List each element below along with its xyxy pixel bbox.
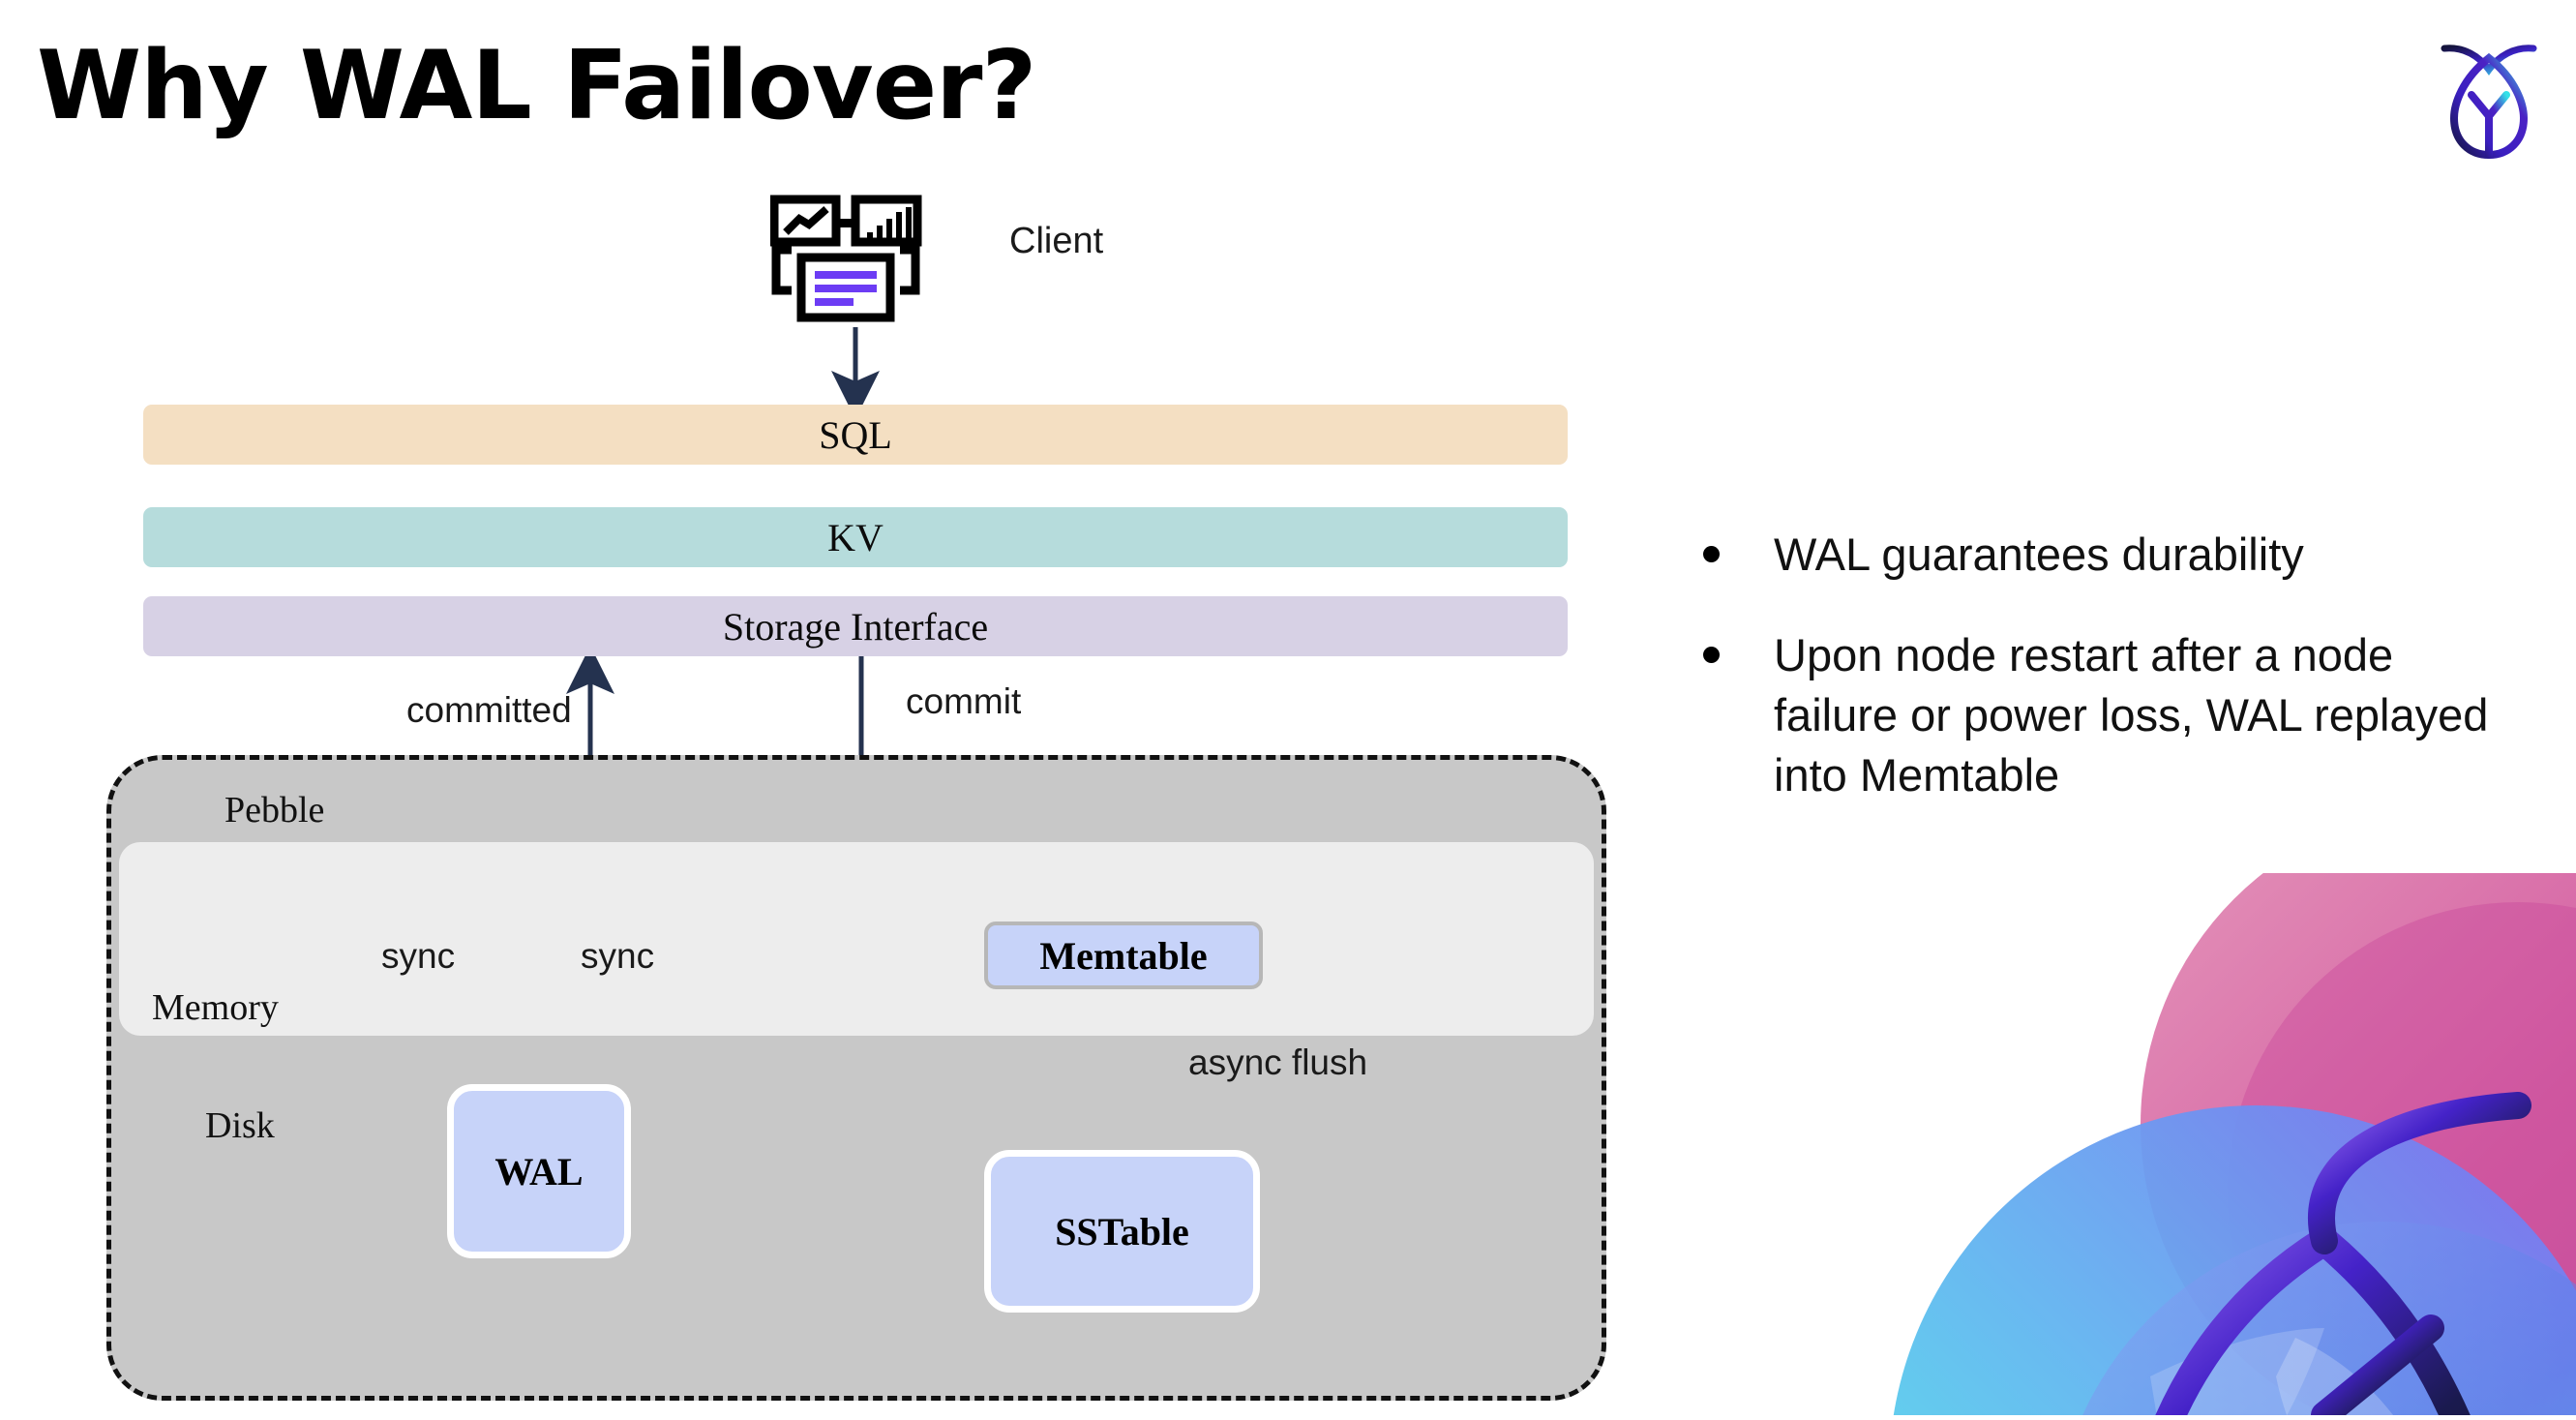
disk-label: Disk — [205, 1105, 275, 1146]
wal-architecture-diagram: Client SQL KV Storage Interface Pebble M… — [106, 194, 1606, 1401]
bullet-text: WAL guarantees durability — [1774, 529, 2304, 580]
node-memtable: Memtable — [984, 921, 1263, 989]
cockroach-labs-logo — [2431, 27, 2547, 163]
layer-bar-kv: KV — [143, 507, 1568, 567]
page-title: Why WAL Failover? — [37, 31, 1036, 141]
client-dashboard-icon — [769, 194, 925, 329]
layer-bar-storage-interface: Storage Interface — [143, 596, 1568, 656]
list-item: Upon node restart after a node failure o… — [1703, 625, 2497, 805]
cockroach-labs-decorative-logo — [1841, 873, 2576, 1415]
list-item: WAL guarantees durability — [1703, 525, 2497, 585]
node-wal: WAL — [447, 1084, 631, 1258]
bullet-dot-icon — [1703, 546, 1720, 562]
bullet-text: Upon node restart after a node failure o… — [1774, 629, 2489, 801]
node-sstable: SSTable — [984, 1150, 1260, 1313]
edge-label-committed: committed — [406, 690, 572, 730]
layer-bar-sql: SQL — [143, 405, 1568, 465]
memory-region — [119, 842, 1594, 1036]
bullet-dot-icon — [1703, 647, 1720, 664]
edge-label-commit: commit — [906, 681, 1022, 721]
edge-label-async-flush: async flush — [1188, 1042, 1368, 1082]
edge-label-sync-right: sync — [581, 936, 655, 976]
client-label: Client — [1009, 221, 1104, 261]
bullet-list: WAL guarantees durability Upon node rest… — [1703, 525, 2497, 846]
pebble-label: Pebble — [225, 790, 325, 831]
edge-label-sync-left: sync — [381, 936, 456, 976]
memory-label: Memory — [152, 987, 279, 1028]
